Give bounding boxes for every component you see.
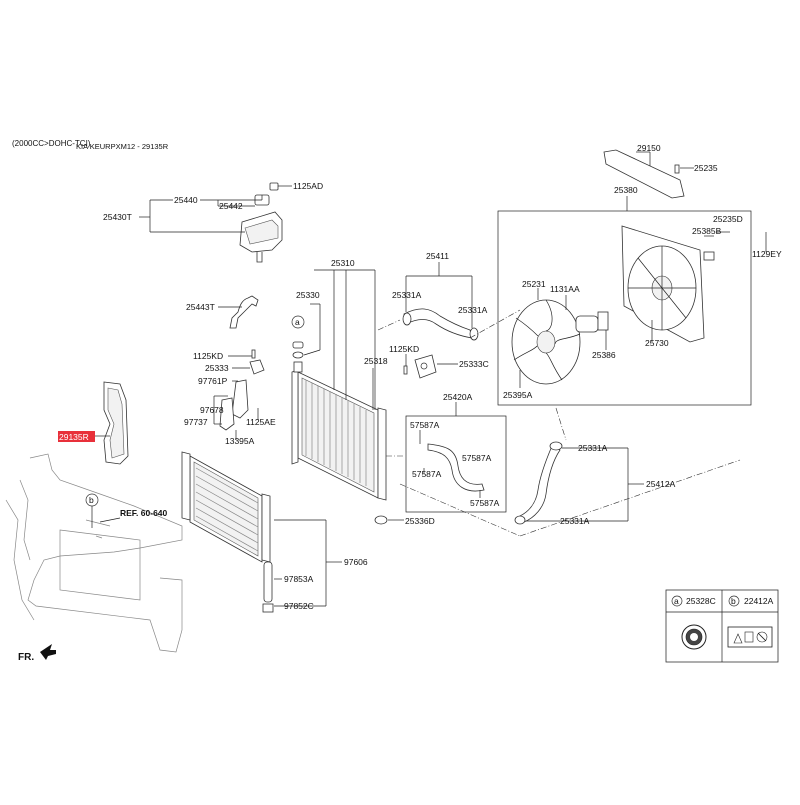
air-guard-29135R[interactable] (103, 381, 129, 465)
upper-deflector-29150[interactable] (603, 149, 685, 199)
circle-a-letter: a (295, 317, 300, 327)
fan-shroud-box (497, 210, 752, 406)
callout-25395A: 25395A (503, 390, 533, 400)
callout-25380: 25380 (614, 185, 638, 195)
fan-shroud-25730[interactable] (621, 225, 705, 343)
callout-97761P: 97761P (198, 376, 228, 386)
fan-blade-25231[interactable] (511, 299, 581, 385)
callout-25412A: 25412A (646, 479, 676, 489)
callout-57587A-2: 57587A (462, 453, 492, 463)
bracket-97761P[interactable] (219, 379, 249, 431)
engine-label: (2000CC>DOHC-TCI) (12, 139, 91, 148)
callout-25318: 25318 (364, 356, 388, 366)
callout-25330: 25330 (296, 290, 320, 300)
callout-25333: 25333 (205, 363, 229, 373)
reservoir-tank[interactable] (239, 194, 283, 263)
callout-1125KD-mid: 1125KD (389, 344, 419, 354)
callout-13395A: 13395A (225, 436, 255, 446)
callout-circle-a: a (291, 315, 305, 329)
front-direction-indicator: FR. (18, 644, 56, 663)
callout-25440: 25440 (174, 195, 198, 205)
callout-25420A: 25420A (443, 392, 473, 402)
callout-1129EY: 1129EY (752, 249, 782, 259)
callout-97737: 97737 (184, 417, 208, 427)
callout-57587A-4: 57587A (470, 498, 500, 508)
callout-97678: 97678 (200, 405, 224, 415)
callout-29150: 29150 (637, 143, 661, 153)
condenser[interactable] (181, 451, 271, 563)
callout-25235D: 25235D (713, 214, 743, 224)
lower-hose[interactable] (514, 441, 563, 525)
callout-25331A-right-1: 25331A (578, 443, 608, 453)
upper-hose[interactable] (402, 308, 479, 341)
callout-25310: 25310 (331, 258, 355, 268)
bypass-hose[interactable] (427, 443, 485, 492)
ref-60-640-link[interactable]: REF. 60-640 (120, 508, 168, 518)
overflow-hose[interactable] (229, 295, 259, 329)
callout-25443T: 25443T (186, 302, 215, 312)
callout-25386: 25386 (592, 350, 616, 360)
radiator[interactable] (291, 361, 387, 501)
callout-97853A: 97853A (284, 574, 314, 584)
callout-25231: 25231 (522, 279, 546, 289)
bracket-25333C[interactable] (403, 354, 437, 379)
callout-25331A-right-2: 25331A (560, 516, 590, 526)
legend-b-letter: b (731, 596, 736, 606)
callout-25730: 25730 (645, 338, 669, 348)
legend-b-part: 22412A (744, 596, 774, 606)
fr-label: FR. (18, 652, 34, 663)
front-body-panel (5, 453, 183, 653)
resistor-25385B[interactable] (703, 251, 715, 261)
callout-25442: 25442 (219, 201, 243, 211)
callout-25336D: 25336D (405, 516, 435, 526)
callout-29135R[interactable]: 29135R (59, 432, 89, 442)
callout-25331A-top-right: 25331A (458, 305, 488, 315)
callout-25411: 25411 (426, 251, 449, 261)
callout-25235: 25235 (694, 163, 718, 173)
fan-motor-25386[interactable] (575, 311, 609, 333)
reservoir-cap[interactable] (269, 182, 279, 191)
callout-25430T: 25430T (103, 212, 132, 222)
callout-circle-b: b (85, 493, 99, 507)
callout-25331A-top-left: 25331A (392, 290, 422, 300)
drain-plug[interactable] (374, 515, 388, 525)
radiator-cap-icon (681, 624, 707, 650)
legend-a-letter: a (674, 596, 679, 606)
diagram-ref: KIA KEURPXM12 - 29135R (76, 142, 169, 151)
callout-1125AD: 1125AD (293, 181, 323, 191)
callout-1125AE: 1125AE (246, 417, 276, 427)
part-highlight-29135R (58, 431, 95, 442)
radiator-cap[interactable] (292, 341, 304, 359)
arrow-icon (40, 644, 56, 660)
callout-1131AA: 1131AA (550, 284, 580, 294)
callout-1125KD-left: 1125KD (193, 351, 223, 361)
callout-25385B: 25385B (692, 226, 722, 236)
warning-label-icon (727, 626, 773, 648)
callout-57587A-1: 57587A (410, 420, 440, 430)
screw-25235[interactable] (674, 164, 680, 174)
callout-97852C: 97852C (284, 601, 314, 611)
callout-97606: 97606 (344, 557, 368, 567)
circle-b-letter: b (89, 495, 94, 505)
callout-25333C: 25333C (459, 359, 489, 369)
legend-box: a 25328C b 22412A (665, 589, 779, 663)
mount-25333[interactable] (249, 349, 265, 375)
receiver-drier[interactable] (262, 561, 274, 613)
callout-57587A-3: 57587A (412, 469, 442, 479)
legend-a-part: 25328C (686, 596, 716, 606)
